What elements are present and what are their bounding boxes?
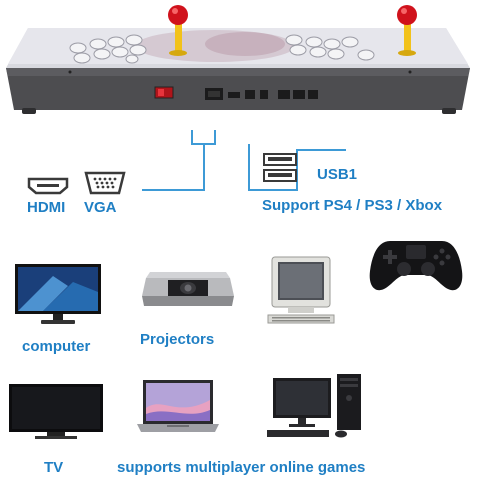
- connector-line: [296, 149, 346, 151]
- support-label: Support PS4 / PS3 / Xbox: [262, 197, 443, 214]
- gamepad-icon: [368, 235, 464, 295]
- connector-line: [248, 189, 298, 191]
- usb-label: USB1: [317, 166, 358, 183]
- connector-line: [248, 144, 250, 190]
- computer-monitor-image: [13, 262, 103, 326]
- computer-label: computer: [22, 338, 91, 355]
- desktop-pc-image: [265, 372, 365, 440]
- projector-image: [138, 266, 236, 312]
- tv-image: [7, 382, 105, 442]
- projectors-label: Projectors: [140, 331, 215, 348]
- multiplayer-label: supports multiplayer online games: [117, 459, 366, 476]
- hdmi-label: HDMI: [27, 199, 66, 216]
- arcade-console-illustration: [6, 5, 470, 114]
- vga-port-icon: [84, 171, 126, 195]
- connector-line: [203, 144, 205, 190]
- connector-line: [214, 130, 216, 145]
- arcade-console: [0, 0, 484, 118]
- connector-line: [142, 189, 205, 191]
- laptop-image: [137, 378, 219, 436]
- crt-computer-image: [266, 255, 336, 327]
- hdmi-port-icon: [27, 177, 69, 195]
- usb-port-icon: [262, 152, 298, 184]
- connector-line: [191, 130, 193, 144]
- vga-label: VGA: [84, 199, 117, 216]
- tv-label: TV: [44, 459, 64, 476]
